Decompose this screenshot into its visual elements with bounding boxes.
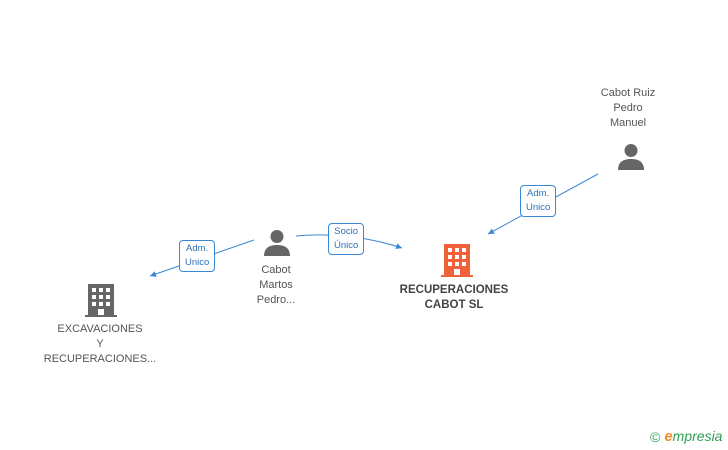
other-company-building-icon[interactable]	[84, 282, 118, 318]
main-company-building-icon[interactable]	[440, 242, 474, 278]
edge-label-martos-socio-unico[interactable]: Socio Único	[328, 223, 365, 255]
edge-label-ruiz-adm-unico[interactable]: Adm. Unico	[520, 185, 557, 217]
person-martos-icon[interactable]	[262, 228, 292, 258]
person-ruiz-icon[interactable]	[616, 142, 646, 172]
person-ruiz-label[interactable]: Cabot Ruiz Pedro Manuel	[600, 87, 656, 129]
copyright-symbol: ©	[650, 428, 661, 445]
other-company-label[interactable]: EXCAVACIONES Y RECUPERACIONES...	[43, 323, 157, 365]
brand-wordmark: empresia	[664, 428, 723, 445]
person-martos-label[interactable]: Cabot Martos Pedro...	[256, 264, 296, 306]
edge-label-martos-adm-unico[interactable]: Adm. Unico	[179, 240, 216, 272]
main-company-label[interactable]: RECUPERACIONES CABOT SL	[399, 284, 509, 311]
empresia-logo[interactable]: © empresia	[650, 428, 722, 445]
